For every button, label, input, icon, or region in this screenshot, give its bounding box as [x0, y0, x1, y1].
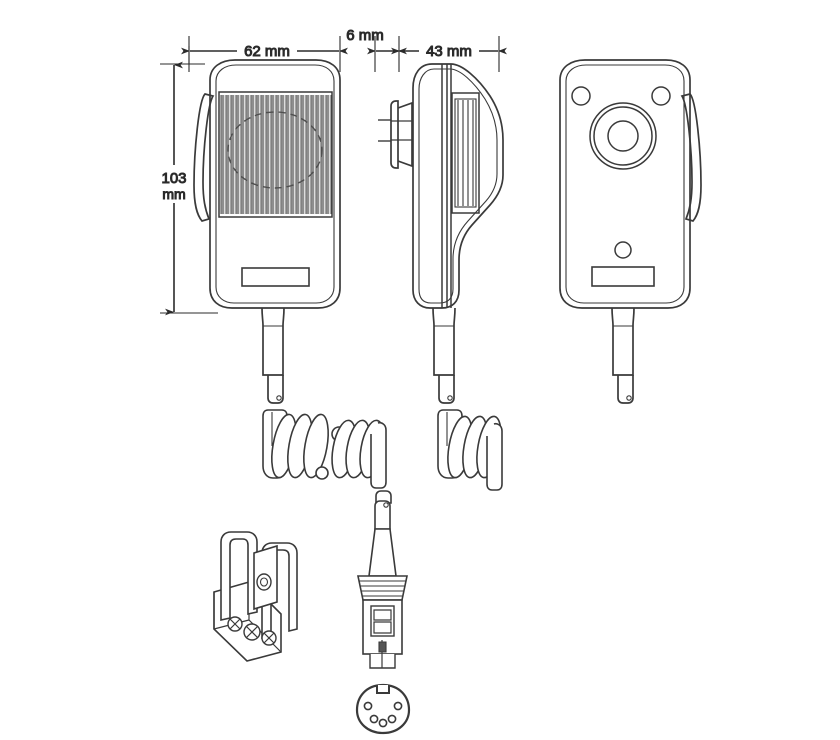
- front-label-plate: [241, 267, 310, 287]
- side-view: [378, 63, 504, 404]
- dimension-43mm: 43 mm: [391, 40, 507, 61]
- front-body-outline: [209, 59, 341, 309]
- dimension-103mm-label-unit: mm: [162, 186, 185, 202]
- dimension-62mm: 62 mm: [181, 40, 348, 61]
- rear-lower-hole: [614, 241, 632, 259]
- dimension-43mm-label: 43 mm: [426, 43, 472, 60]
- mic-boss-rings: [589, 102, 657, 170]
- bracket-screws: [227, 616, 277, 646]
- rear-body-inner: [565, 64, 685, 304]
- dimension-103mm-label-value: 103: [161, 170, 186, 187]
- side-cable-stub: [438, 375, 455, 404]
- front-view: [193, 59, 341, 404]
- screw-hole-left: [571, 86, 591, 106]
- front-body-inner: [215, 64, 335, 304]
- ptt-bar: [193, 93, 215, 222]
- side-ptt-bar: [441, 64, 452, 308]
- rear-body-outline: [559, 59, 691, 309]
- side-strain-relief: [432, 307, 456, 376]
- side-body-inner: [418, 68, 498, 304]
- side-slot: [451, 92, 480, 214]
- rear-label-plate: [591, 266, 655, 287]
- rear-strain-relief: [611, 307, 635, 376]
- speaker-circle: [227, 111, 323, 189]
- rear-cable-stub: [617, 375, 634, 404]
- rear-view: [559, 59, 702, 404]
- front-cable-stub: [267, 375, 284, 404]
- hanger-clip: [378, 100, 413, 169]
- screw-3: [261, 630, 277, 646]
- dimension-6mm-label: 6 mm: [346, 27, 384, 44]
- dimension-6mm: 6 mm: [346, 27, 407, 55]
- screw-2: [243, 623, 261, 641]
- mounting-bracket: [213, 531, 298, 662]
- dimension-62mm-label: 62 mm: [244, 43, 290, 60]
- coiled-cord-left: [262, 409, 329, 480]
- speaker-grille: [218, 91, 333, 218]
- front-strain-relief: [261, 307, 285, 376]
- din-connector: [355, 683, 411, 735]
- coiled-cord-center: [331, 419, 392, 504]
- coiled-cord-right: [437, 409, 503, 491]
- din-pins: [363, 701, 403, 728]
- screw-1: [227, 616, 243, 632]
- dimension-103mm: 103 mm: [150, 61, 198, 316]
- modular-plug: [357, 500, 408, 669]
- screw-hole-right: [651, 86, 671, 106]
- dimension-group: 62 mm 6 mm 43 mm 103 mm: [150, 27, 507, 316]
